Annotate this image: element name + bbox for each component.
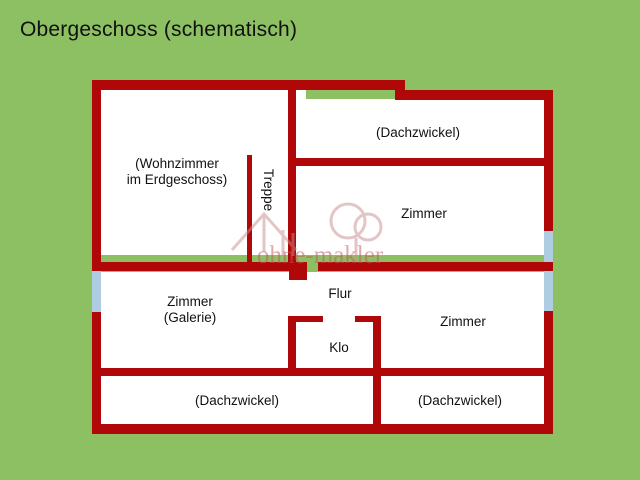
- wall-landing-post: [289, 262, 307, 280]
- room-fill-dachzwickel-top: [296, 99, 544, 158]
- wall-horizontal-middle-right: [318, 262, 553, 271]
- wall-horizontal-top-right: [296, 158, 544, 166]
- wall-top-left: [92, 80, 405, 90]
- wall-horizontal-bottom: [92, 368, 553, 376]
- wall-bottom: [92, 424, 553, 434]
- interior-walls: [92, 89, 553, 424]
- wall-top-right: [395, 90, 553, 100]
- page-title: Obergeschoss (schematisch): [20, 18, 298, 41]
- wall-vertical-center-upper: [288, 89, 296, 266]
- wall-klo-top-left: [288, 316, 323, 322]
- watermark-logo-icon: [230, 202, 383, 262]
- wall-klo-top-right: [355, 316, 381, 322]
- window-left-icon: [92, 266, 101, 312]
- wall-treppe-rail: [247, 155, 252, 265]
- wall-vertical-galerie: [288, 316, 296, 375]
- room-fill-zimmer-top-right: [296, 166, 544, 255]
- wall-left-upper: [92, 80, 101, 266]
- room-fill-zimmer-galerie: [101, 272, 296, 368]
- wall-right-upper: [544, 90, 553, 231]
- wall-horizontal-middle-left: [92, 262, 297, 271]
- room-fill-flur: [296, 272, 544, 368]
- room-fill-wohnzimmer: [101, 89, 288, 255]
- room-fill-dachzwickel-bottom: [101, 375, 544, 424]
